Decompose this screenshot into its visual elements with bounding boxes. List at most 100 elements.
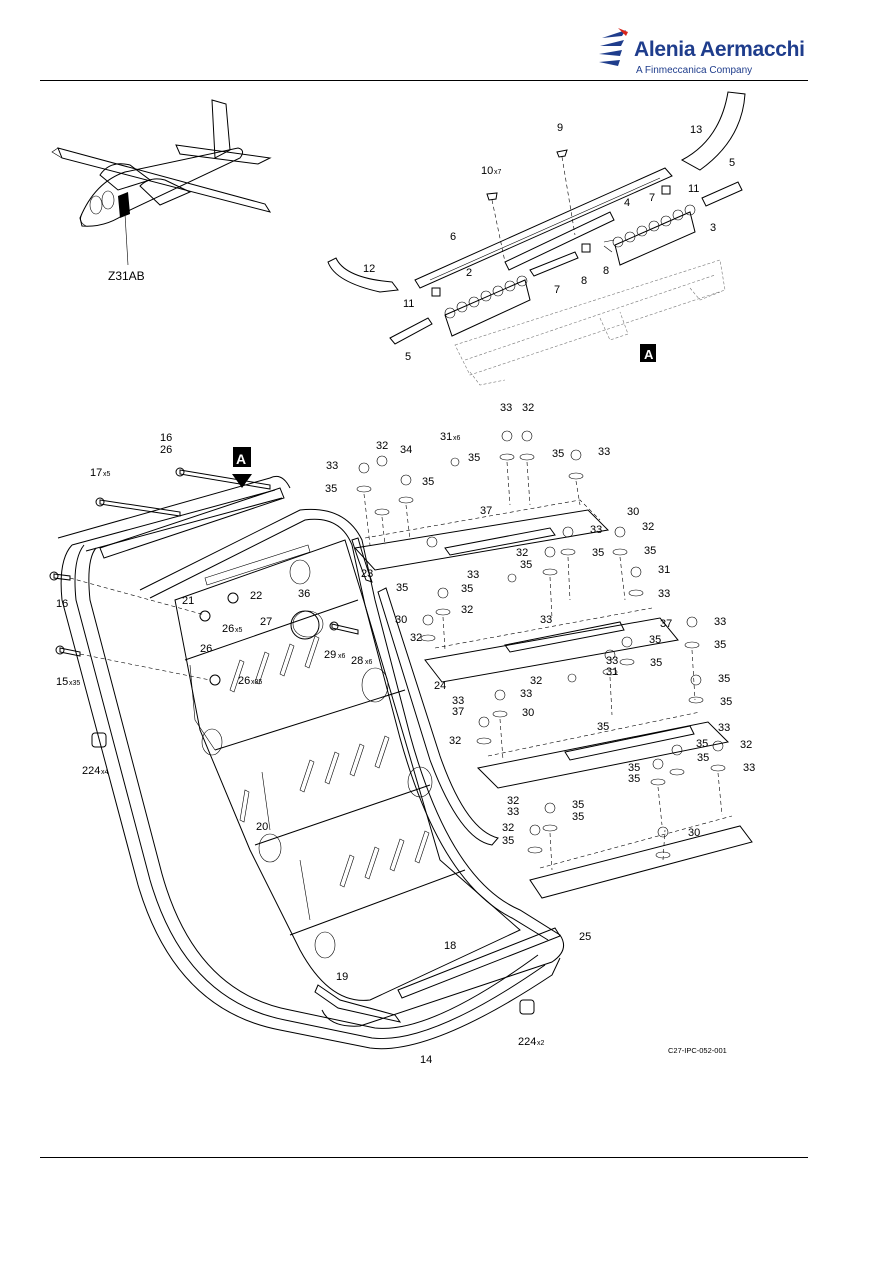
figure-reference: C27-IPC-052-001 bbox=[668, 1046, 727, 1055]
callout-label: 31 bbox=[658, 564, 670, 576]
callout-label: 35 bbox=[697, 752, 709, 764]
callout-label: 33 bbox=[598, 446, 610, 458]
access-panels bbox=[354, 430, 753, 899]
callout-label: 30 bbox=[395, 614, 407, 626]
callout-label: 35 bbox=[572, 811, 584, 823]
callout-label: 30 bbox=[688, 827, 700, 839]
callout-qty: x7 bbox=[494, 169, 502, 176]
callout-label: 27 bbox=[260, 616, 272, 628]
callout-label: 35 bbox=[461, 583, 473, 595]
callout-label: 33 bbox=[743, 762, 755, 774]
callout-label: 31 bbox=[606, 666, 618, 678]
callout-label: 23 bbox=[361, 568, 373, 580]
callout-label: 32 bbox=[461, 604, 473, 616]
callout-label: 32 bbox=[522, 402, 534, 414]
callout-label: 33 bbox=[326, 460, 338, 472]
callout-label: 30 bbox=[522, 707, 534, 719]
callout-label: 26 bbox=[200, 643, 212, 655]
callout-label: 32 bbox=[642, 521, 654, 533]
callout-qty: x6 bbox=[338, 653, 346, 660]
callout-label: 30 bbox=[627, 506, 639, 518]
callout-label: 35 bbox=[650, 657, 662, 669]
callout-label: 11 bbox=[403, 298, 414, 310]
callout-label: 35 bbox=[502, 835, 514, 847]
callout-label: 35 bbox=[696, 738, 708, 750]
callout-label: 29 bbox=[324, 649, 336, 661]
callout-label: 33 bbox=[590, 524, 602, 536]
callout-label: 11 bbox=[688, 183, 699, 195]
callout-label: 16 bbox=[56, 598, 68, 610]
callout-qty: x5 bbox=[235, 627, 243, 634]
callout-label: 33 bbox=[507, 806, 519, 818]
callout-label: 224 bbox=[82, 765, 100, 777]
callout-label: 5 bbox=[405, 351, 411, 363]
callout-label: 35 bbox=[572, 799, 584, 811]
callout-label: 32 bbox=[530, 675, 542, 687]
callout-label: 32 bbox=[410, 632, 422, 644]
brand-name: Alenia Aermacchi bbox=[634, 38, 805, 61]
callout-label: 33 bbox=[500, 402, 512, 414]
callout-label: 26 bbox=[222, 623, 234, 635]
callout-qty: x35 bbox=[251, 679, 262, 686]
callout-label: 17 bbox=[90, 467, 102, 479]
callout-label: 35 bbox=[468, 452, 480, 464]
callout-label: 28 bbox=[351, 655, 363, 667]
logo-mark-icon bbox=[599, 28, 628, 66]
zone-label: Z31AB bbox=[108, 269, 145, 283]
callout-labels: 9 13 10 x7 5 11 7 4 6 3 12 2 7 8 8 11 5 … bbox=[56, 122, 755, 1066]
callout-label: 32 bbox=[449, 735, 461, 747]
callout-label: 32 bbox=[376, 440, 388, 452]
callout-label: 35 bbox=[628, 762, 640, 774]
callout-label: 6 bbox=[450, 231, 456, 243]
callout-label: 37 bbox=[660, 618, 672, 630]
callout-label: 35 bbox=[422, 476, 434, 488]
callout-label: 20 bbox=[256, 821, 268, 833]
callout-label: 8 bbox=[581, 275, 587, 287]
callout-label: 35 bbox=[325, 483, 337, 495]
callout-label: 35 bbox=[628, 773, 640, 785]
callout-label: 7 bbox=[649, 192, 655, 204]
callout-qty: x6 bbox=[365, 659, 373, 666]
callout-label: 25 bbox=[579, 931, 591, 943]
header-rule bbox=[40, 80, 808, 81]
callout-label: 35 bbox=[720, 696, 732, 708]
callout-label: 15 bbox=[56, 676, 68, 688]
callout-qty: x5 bbox=[103, 471, 111, 478]
callout-label: 2 bbox=[466, 267, 472, 279]
brand-subtitle: A Finmeccanica Company bbox=[636, 65, 753, 76]
detail-a-hinge-assembly bbox=[327, 91, 746, 386]
callout-label: 33 bbox=[606, 655, 618, 667]
callout-label: 13 bbox=[690, 124, 702, 136]
callout-label: 16 bbox=[160, 432, 172, 444]
callout-label: 33 bbox=[520, 688, 532, 700]
view-a-arrow-label: A bbox=[236, 451, 246, 467]
view-a-marker bbox=[640, 344, 656, 362]
callout-label: 33 bbox=[714, 616, 726, 628]
callout-qty: x35 bbox=[69, 680, 80, 687]
callout-label: 32 bbox=[502, 822, 514, 834]
callout-label: 35 bbox=[649, 634, 661, 646]
callout-label: 32 bbox=[516, 547, 528, 559]
callout-label: 19 bbox=[336, 971, 348, 983]
callout-label: 26 bbox=[160, 444, 172, 456]
callout-qty: x4 bbox=[101, 769, 109, 776]
callout-label: 35 bbox=[520, 559, 532, 571]
callout-label: 12 bbox=[363, 263, 375, 275]
callout-label: 35 bbox=[718, 673, 730, 685]
brand-logo: Alenia Aermacchi A Finmeccanica Company bbox=[596, 24, 805, 80]
callout-label: 33 bbox=[452, 695, 464, 707]
callout-label: 21 bbox=[182, 595, 194, 607]
callout-label: 35 bbox=[552, 448, 564, 460]
callout-label: 24 bbox=[434, 680, 446, 692]
callout-label: 35 bbox=[396, 582, 408, 594]
callout-label: 4 bbox=[624, 197, 630, 209]
callout-qty: x6 bbox=[453, 435, 461, 442]
callout-label: 5 bbox=[729, 157, 735, 169]
callout-label: 33 bbox=[718, 722, 730, 734]
callout-label: 224 bbox=[518, 1036, 536, 1048]
callout-label: 9 bbox=[557, 122, 563, 134]
callout-label: 3 bbox=[710, 222, 716, 234]
callout-label: 33 bbox=[658, 588, 670, 600]
view-a-label: A bbox=[644, 347, 654, 362]
